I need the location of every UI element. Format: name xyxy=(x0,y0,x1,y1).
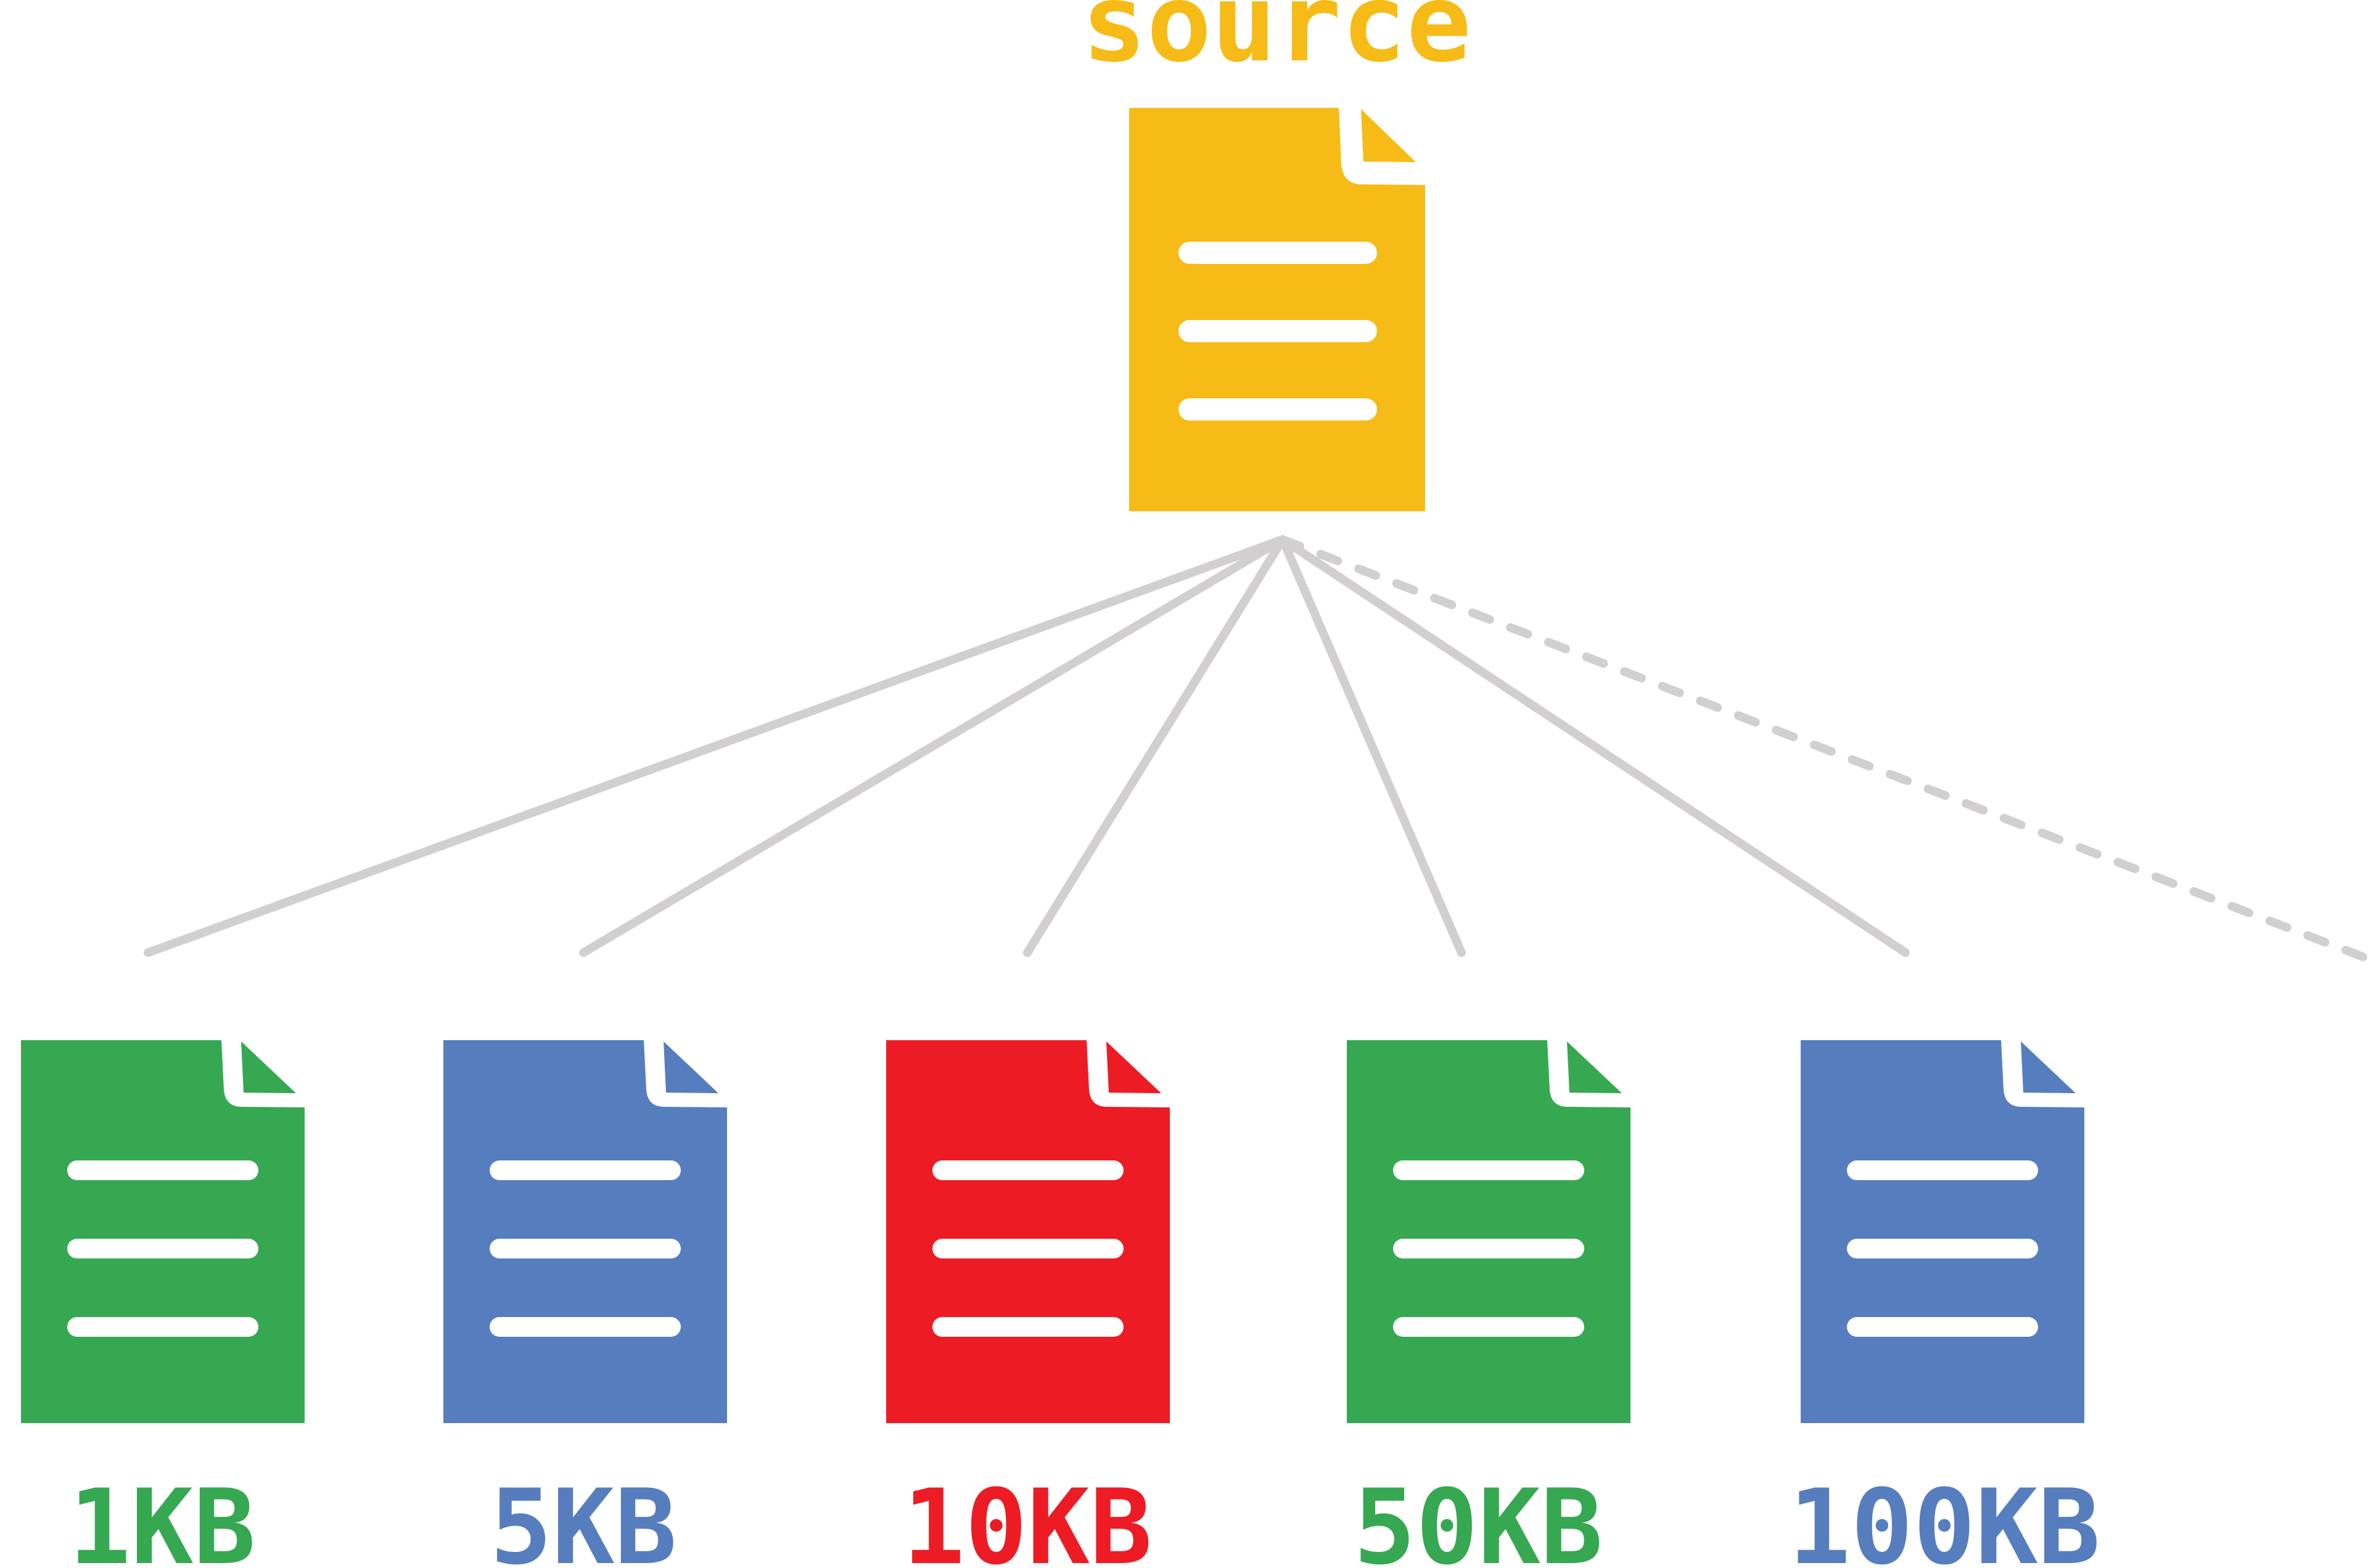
file-50kb-document-fold xyxy=(1567,1041,1622,1093)
file-1kb-document-fold xyxy=(241,1041,296,1093)
file-1kb-document-line-2 xyxy=(67,1239,258,1258)
file-5kb-document-line-1 xyxy=(490,1160,681,1180)
file-5kb-label: 5KB xyxy=(490,1467,676,1568)
file-100kb-document-line-3 xyxy=(1847,1317,2038,1337)
file-100kb-document-line-2 xyxy=(1847,1239,2038,1258)
file-5kb-document-line-3 xyxy=(490,1317,681,1337)
file-100kb-document-line-1 xyxy=(1847,1160,2038,1180)
file-50kb-label: 50KB xyxy=(1354,1467,1603,1568)
file-10kb-document-line-2 xyxy=(932,1239,1124,1258)
file-5kb-document-body xyxy=(443,1040,727,1423)
source-document-body xyxy=(1129,108,1425,511)
file-50kb-document-icon xyxy=(1347,1040,1630,1423)
file-100kb-label: 100KB xyxy=(1788,1467,2100,1568)
file-50kb-document-body xyxy=(1347,1040,1630,1423)
source-document-lines xyxy=(1178,242,1377,421)
file-50kb-document-line-3 xyxy=(1393,1317,1584,1337)
source-document-icon xyxy=(1129,108,1425,511)
file-50kb-document-line-2 xyxy=(1393,1239,1584,1258)
connector-more-dashed xyxy=(1278,535,2368,963)
source-document-fold xyxy=(1361,109,1416,162)
file-10kb-document-icon xyxy=(886,1040,1170,1423)
file-50kb-document-line-1 xyxy=(1393,1160,1584,1180)
connector-100kb xyxy=(1278,535,1910,957)
file-10kb-document-body xyxy=(886,1040,1170,1423)
connectors xyxy=(144,535,2368,963)
connector-10kb xyxy=(1023,535,1287,957)
file-1kb-document-body xyxy=(21,1040,305,1423)
file-5kb-document-line-2 xyxy=(490,1239,681,1258)
file-100kb-document-icon xyxy=(1801,1040,2084,1423)
file-10kb-label: 10KB xyxy=(903,1467,1153,1568)
connector-50kb xyxy=(1278,535,1466,957)
file-1kb-document-line-1 xyxy=(67,1160,258,1180)
file-1kb-document-line-3 xyxy=(67,1317,258,1337)
file-5kb-document-icon xyxy=(443,1040,727,1423)
file-100kb-document-body xyxy=(1801,1040,2084,1423)
file-10kb-document-line-3 xyxy=(932,1317,1124,1337)
file-10kb-document-line-1 xyxy=(932,1160,1124,1180)
connector-5kb xyxy=(579,535,1287,957)
file-1kb-label: 1KB xyxy=(68,1467,255,1568)
file-100kb-document-fold xyxy=(2021,1041,2076,1093)
file-10kb-document-fold xyxy=(1106,1041,1161,1093)
source-label: source xyxy=(1082,0,1471,86)
file-5kb-document-fold xyxy=(664,1041,718,1093)
file-1kb-document-icon xyxy=(21,1040,305,1423)
connector-1kb xyxy=(144,535,1287,957)
